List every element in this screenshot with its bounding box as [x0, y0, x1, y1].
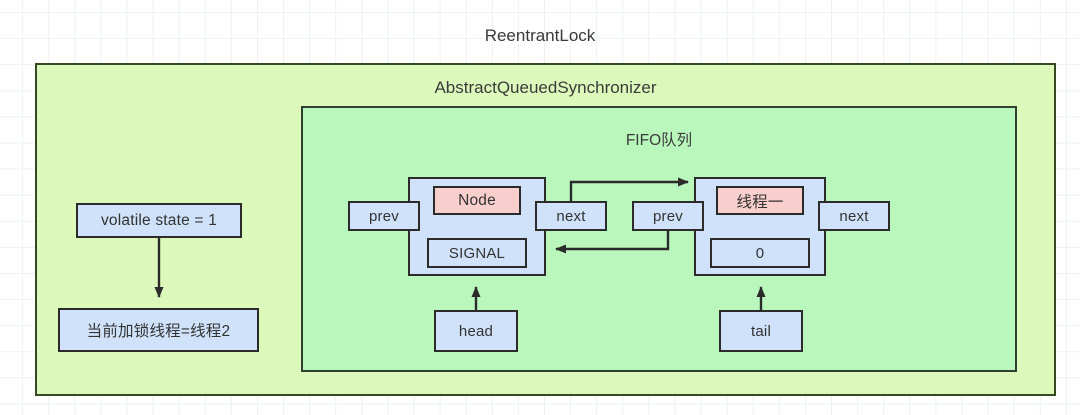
node-2-prev-box: prev	[632, 201, 704, 231]
reentrantlock-title: ReentrantLock	[484, 26, 596, 45]
node-2-title: 线程一	[716, 186, 804, 215]
node-1-title: Node	[433, 186, 521, 215]
node-1-next-box: next	[535, 201, 607, 231]
node-1-prev-box: prev	[348, 201, 420, 231]
node-2-status: 0	[710, 238, 810, 268]
node-2-next-box: next	[818, 201, 890, 231]
tail-pointer-box: tail	[719, 310, 803, 352]
head-pointer-box: head	[434, 310, 518, 352]
volatile-state-box: volatile state = 1	[76, 203, 242, 238]
fifo-queue-label: FIFO队列	[625, 132, 693, 149]
aqs-title: AbstractQueuedSynchronizer	[434, 78, 657, 97]
current-owner-thread-box: 当前加锁线程=线程2	[58, 308, 259, 352]
node-1-status: SIGNAL	[427, 238, 527, 268]
